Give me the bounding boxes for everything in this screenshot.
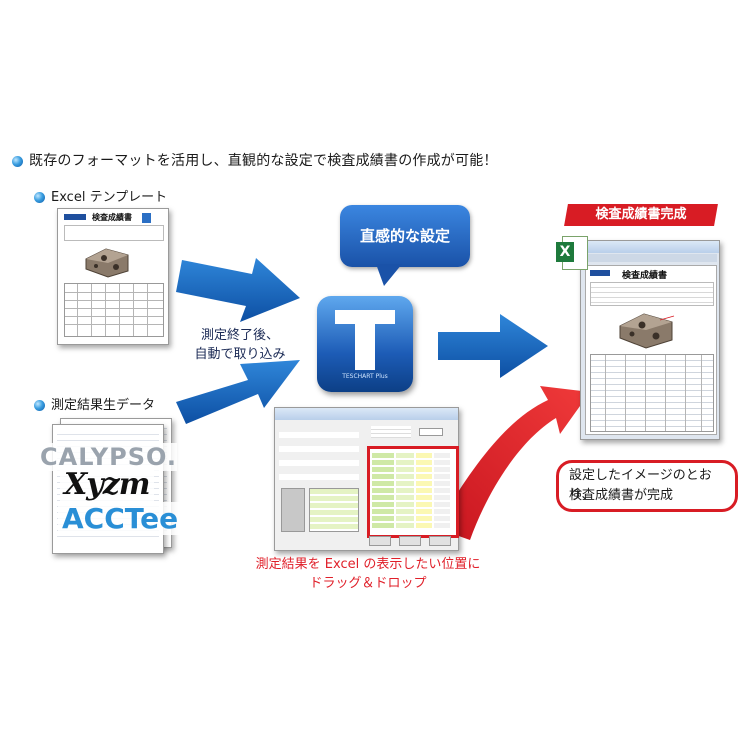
- dialog-preview-box: [281, 488, 305, 532]
- result-excel-window: 検査成績書: [580, 240, 720, 440]
- excel-template-label: Excel テンプレート: [34, 186, 167, 205]
- intuitive-setting-bubble: 直感的な設定: [340, 205, 470, 267]
- drag-caption: 測定結果を Excel の表示したい位置に ドラッグ＆ドロップ: [255, 557, 481, 591]
- template-doc-title: 検査成績書: [92, 213, 132, 222]
- excel-titlebar: [581, 241, 719, 253]
- auto-import-caption: 測定終了後、 自動で取り込み: [194, 328, 286, 362]
- headline-text: 既存のフォーマットを活用し、直観的な設定で検査成績書の作成が可能！: [29, 153, 498, 169]
- excel-template-document: 検査成績書: [57, 208, 169, 345]
- t-stem: [355, 310, 375, 370]
- app-icon-sublabel: TESCHART Plus: [342, 373, 388, 380]
- result-callout: 設定したイメージのとおり、 検査成績書が完成: [556, 460, 738, 512]
- dialog-item-list: [309, 488, 359, 532]
- bubble-tail: [376, 264, 402, 286]
- header-info-box: [64, 225, 164, 241]
- excel-icon: X: [556, 236, 588, 270]
- dialog-button: [369, 536, 391, 546]
- measurement-data-label: 測定結果生データ: [34, 394, 155, 413]
- bullet-icon: [12, 155, 23, 167]
- excel-sheet: 検査成績書: [585, 265, 717, 435]
- arrow-app-to-result: [438, 314, 548, 378]
- excel-ribbon: [583, 254, 717, 262]
- arrow-template-to-app: [176, 258, 300, 322]
- result-doc-title: 検査成績書: [622, 271, 668, 281]
- headline: 既存のフォーマットを活用し、直観的な設定で検査成績書の作成が可能！: [12, 150, 498, 170]
- company-logo: [64, 214, 86, 220]
- drag-source-table: [367, 446, 459, 538]
- arrow-data-to-app: [176, 360, 300, 424]
- dialog-titlebar: [275, 408, 458, 420]
- template-table: [64, 283, 164, 337]
- dialog-left-fields: [279, 424, 359, 484]
- settings-dialog-screenshot: [274, 407, 459, 551]
- bullet-icon: [34, 192, 45, 203]
- part-image: [85, 248, 129, 278]
- calypso-logo: CALYPSO.: [40, 443, 177, 471]
- dialog-button: [429, 536, 451, 546]
- app-mini-icon: [142, 213, 151, 223]
- arrow-drag-to-result: [436, 386, 590, 540]
- teschart-app-icon: TESCHART Plus: [317, 296, 413, 392]
- result-banner: 検査成績書完成: [564, 204, 718, 226]
- dialog-button: [399, 536, 421, 546]
- bullet-icon: [34, 400, 45, 411]
- result-part-image: [619, 313, 675, 349]
- xyzm-logo: Xyzm: [60, 467, 154, 502]
- result-table: [590, 354, 714, 432]
- accte-logo: ACCTee: [58, 502, 183, 535]
